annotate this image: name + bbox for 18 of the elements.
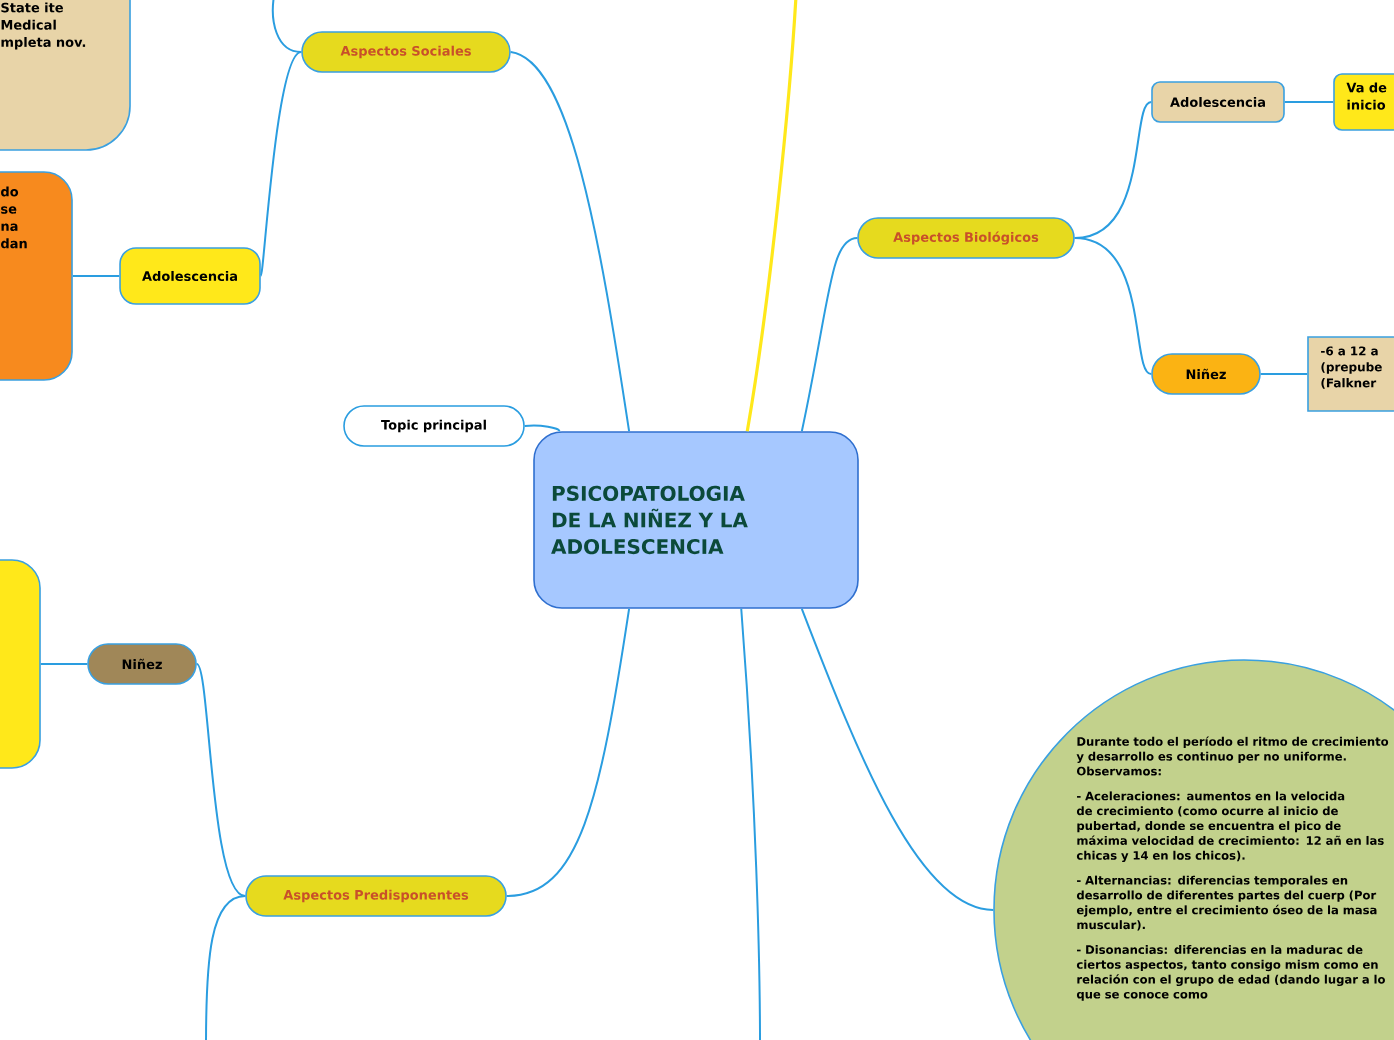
connector-line xyxy=(259,51,303,277)
central-topic-box: PSICOPATOLOGIA DE LA NIÑEZ Y LA ADOLESCENCIA xyxy=(533,431,859,609)
connector-line xyxy=(745,0,798,432)
connector-line xyxy=(509,51,631,433)
note-box xyxy=(0,559,41,769)
connector-line xyxy=(1259,373,1309,375)
connector-line xyxy=(740,607,761,1040)
connector-line xyxy=(505,607,631,897)
connector-line xyxy=(523,424,561,433)
connector-line xyxy=(1073,237,1153,375)
connector-line xyxy=(1283,101,1335,103)
connector-line xyxy=(271,0,303,53)
connector-line xyxy=(800,607,995,911)
connector-line xyxy=(205,895,247,1040)
connector-line xyxy=(800,237,859,433)
connector-line xyxy=(39,663,89,665)
connector-line xyxy=(71,275,121,277)
connector-line xyxy=(195,663,247,897)
